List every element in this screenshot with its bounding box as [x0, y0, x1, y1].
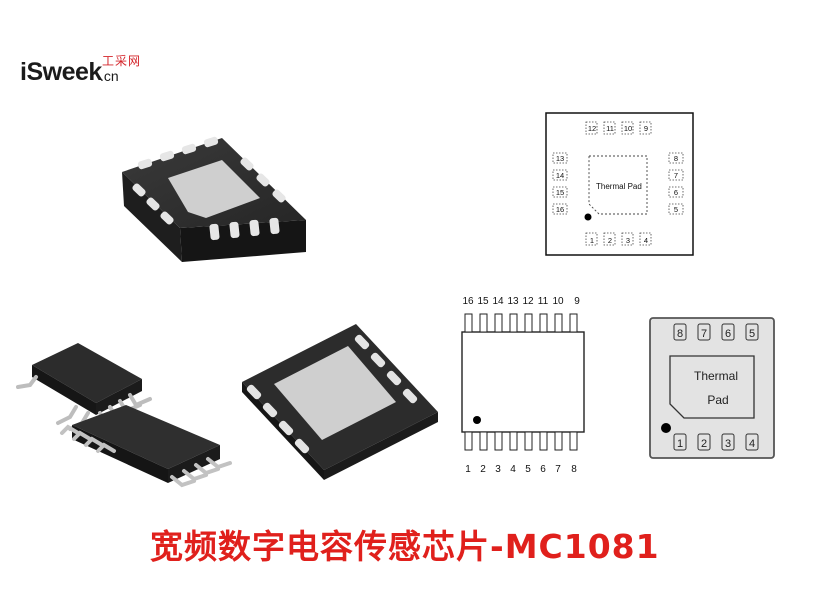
logo-brand-suffix: .cn [100, 68, 119, 84]
qfn16-pin-label: 10 [624, 124, 632, 133]
tssop16-pin-label: 4 [510, 464, 516, 475]
tssop16-package-image [16, 343, 232, 488]
tssop16-pinout-diagram: 16 15 14 13 12 11 10 9 1 2 3 4 5 6 7 8 [461, 296, 585, 475]
dfn8-pinout-diagram: Thermal Pad 8 7 6 5 1 2 3 4 [649, 317, 775, 459]
tssop16-pin-label: 11 [538, 296, 549, 307]
qfn16-pin-label: 5 [674, 205, 678, 214]
dfn8-pin-label: 5 [749, 328, 755, 340]
tssop16-pin-label: 1 [465, 464, 471, 475]
dfn8-pin-label: 6 [725, 328, 731, 340]
qfn16-pin-label: 6 [674, 188, 678, 197]
qfn16-pin-label: 2 [608, 236, 612, 245]
qfn16-pin-label: 9 [644, 124, 648, 133]
tssop16-pin-label: 8 [571, 464, 577, 475]
qfn16-thermal-pad-label: Thermal Pad [596, 182, 642, 191]
tssop16-pin-label: 3 [495, 464, 501, 475]
pin1-marker-dot [661, 423, 671, 433]
pin1-marker-dot [473, 416, 481, 424]
qfn16-pin-label: 4 [644, 236, 648, 245]
isweek-logo: iSweek 工采网 .cn [20, 50, 150, 100]
dfn8-thermal-label-line1: Thermal [694, 369, 738, 383]
logo-brand-cn: 工采网 [102, 54, 142, 68]
tssop16-pin-label: 7 [555, 464, 561, 475]
qfn16-pin-label: 16 [556, 205, 564, 214]
qfn16-pin-label: 1 [590, 236, 594, 245]
tssop16-pin-label: 10 [552, 296, 564, 307]
qfn16-package-image [122, 136, 306, 262]
dfn8-pin-label: 4 [749, 438, 755, 450]
tssop16-pin-label: 13 [507, 296, 519, 307]
pin1-marker-dot [584, 213, 592, 221]
dfn8-pin-label: 3 [725, 438, 731, 450]
logo-brand-main: iSweek [20, 58, 102, 86]
dfn8-pin-label: 1 [677, 438, 683, 450]
tssop16-pin-label: 15 [477, 296, 489, 307]
qfn16-pin-label: 3 [626, 236, 630, 245]
dfn8-pin-label: 8 [677, 328, 683, 340]
qfn16-pin-label: 11 [606, 124, 614, 133]
tssop16-pin-label: 5 [525, 464, 531, 475]
tssop16-pin-label: 2 [480, 464, 486, 475]
qfn16-pin-label: 8 [674, 154, 678, 163]
dfn8-thermal-label-line2: Pad [707, 393, 728, 407]
qfn16-pin-label: 15 [556, 188, 564, 197]
qfn16-pin-label: 12 [588, 124, 596, 133]
tssop16-pin-label: 14 [492, 296, 504, 307]
qfn16-pin-label: 14 [556, 171, 564, 180]
tssop16-pin-label: 9 [574, 296, 580, 307]
dfn8-package-image [242, 324, 438, 480]
product-title: 宽频数字电容传感芯片-MC1081 [150, 527, 660, 566]
qfn16-pinout-diagram: Thermal Pad 12 11 10 9 13 14 15 16 8 7 6… [545, 112, 694, 256]
dfn8-pin-label: 7 [701, 328, 707, 340]
tssop16-pin-label: 6 [540, 464, 546, 475]
qfn16-pin-label: 13 [556, 154, 564, 163]
qfn16-pin-label: 7 [674, 171, 678, 180]
tssop16-pin-label: 16 [462, 296, 474, 307]
dfn8-pin-label: 2 [701, 438, 707, 450]
tssop16-pin-label: 12 [522, 296, 534, 307]
